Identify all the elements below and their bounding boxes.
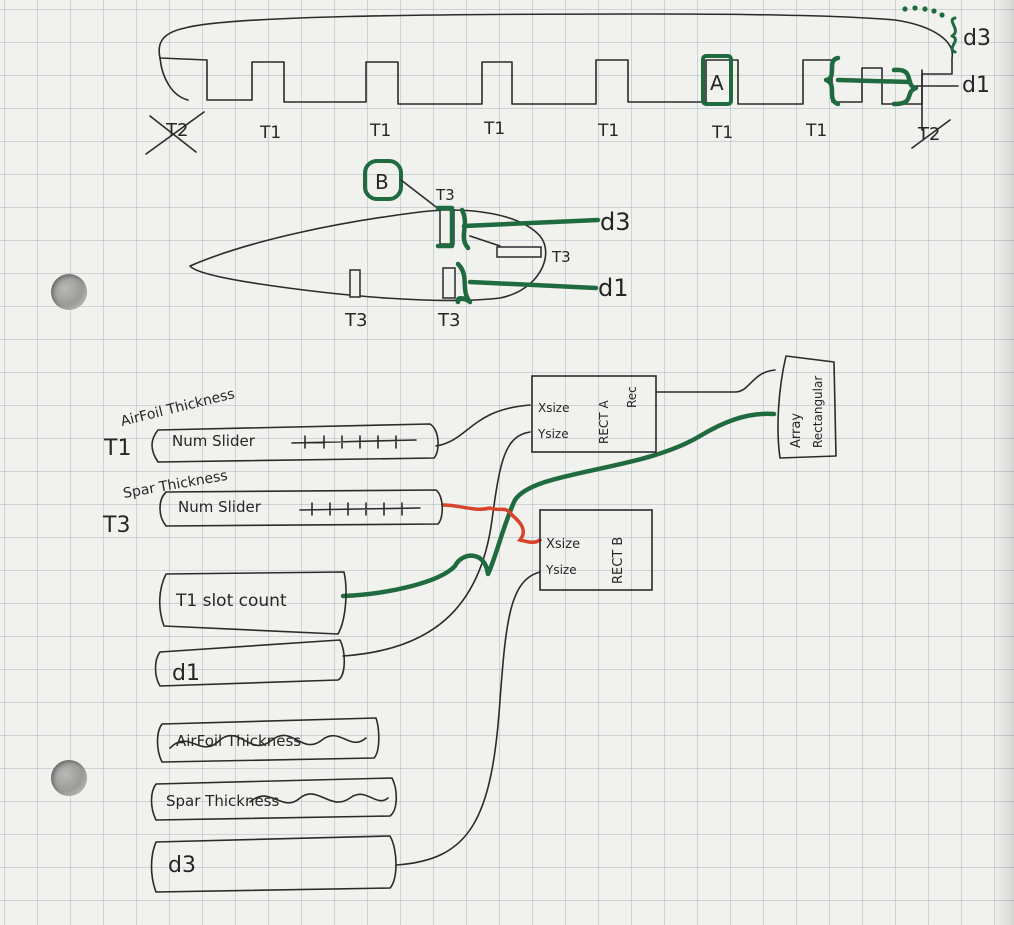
slot-label-t1: T1: [805, 121, 827, 141]
wing-side-view: A d3 d1 T1 T1 T1 T1 T1 T1 T2 T2: [146, 5, 991, 154]
cross-out-left: [146, 112, 204, 154]
array-body: [778, 356, 836, 458]
airfoil-slider-text: Num Slider: [172, 432, 256, 450]
slot-label-t1: T1: [597, 121, 619, 141]
spar-thickness-slider[interactable]: Num Slider: [160, 490, 442, 526]
airfoil-thickness-slider[interactable]: Num Slider: [152, 424, 438, 462]
rect-b-title: RECT B: [611, 537, 626, 584]
rect-b-input-x[interactable]: Xsize: [546, 537, 580, 552]
airfoil-d1-leader: [470, 282, 596, 288]
slot-label-t1: T1: [369, 121, 391, 141]
slot-label-t1: T1: [483, 119, 505, 139]
callout-b-leader: [401, 180, 440, 210]
airfoil-d3-leader: [464, 220, 598, 226]
airfoil-section-view: B T3 T3 T3 T3 d3 d1: [190, 161, 631, 331]
wing-d1-label: d1: [962, 73, 990, 98]
wing-left-root-stub: [160, 58, 188, 100]
callout-a-label: A: [710, 71, 724, 95]
spar-slider-caption: Spar Thickness: [122, 468, 229, 502]
d3-param-text: d3: [168, 853, 196, 878]
slot-label-t1: T1: [259, 123, 281, 143]
wire-d3-to-rect-b-y: [396, 572, 540, 865]
airfoil-label-t3-bottom-left: T3: [344, 310, 367, 331]
callout-b-label: B: [375, 170, 389, 194]
t1-slot-count-param[interactable]: T1 slot count: [160, 572, 346, 634]
array-subtitle: Rectangular: [811, 376, 825, 448]
airfoil-slot-bottom-left: [350, 270, 360, 297]
airfoil-label-d3: d3: [600, 208, 631, 236]
airfoil-side-leader: [470, 236, 500, 246]
wire-airfoil-to-rect-a-x: [436, 405, 530, 446]
node-graph: AirFoil Thickness T1 Num Slider Spar Thi…: [102, 356, 836, 892]
spar-slider-side-label: T3: [102, 513, 130, 538]
airfoil-label-t3-top: T3: [435, 186, 455, 204]
wire-d1-to-rect-a-y: [343, 432, 530, 656]
airfoil-label-t3-side: T3: [551, 248, 571, 266]
airfoil-thickness-param[interactable]: AirFoil Thickness: [158, 718, 379, 762]
spar-param-text: Spar Thickness: [166, 792, 279, 810]
rect-a-input-x[interactable]: Xsize: [538, 401, 570, 415]
d1-leader: [838, 80, 910, 82]
wire-rect-a-to-array: [656, 370, 775, 392]
airfoil-label-d1: d1: [598, 274, 629, 302]
rect-a-node[interactable]: Xsize Ysize RECT A Rec: [532, 376, 656, 452]
array-rectangular-node[interactable]: Array Rectangular: [778, 356, 836, 458]
spar-slider-track[interactable]: [300, 503, 420, 515]
airfoil-label-t3-bottom-right: T3: [437, 310, 460, 331]
slot-bracket-right: [894, 70, 916, 104]
d1-param-text: d1: [172, 661, 200, 686]
array-title: Array: [789, 413, 804, 448]
airfoil-slider-track[interactable]: [292, 436, 416, 448]
airfoil-slot-bottom-right: [443, 268, 455, 298]
spar-thickness-param[interactable]: Spar Thickness: [152, 778, 397, 820]
spar-slider-text: Num Slider: [178, 498, 262, 516]
d3-brace: [952, 18, 955, 52]
rect-b-node[interactable]: Xsize Ysize RECT B: [540, 510, 652, 590]
rect-a-output[interactable]: Rec: [625, 386, 639, 408]
rect-b-input-y[interactable]: Ysize: [545, 563, 577, 577]
airfoil-slot-side: [497, 247, 541, 257]
wing-d3-label: d3: [963, 26, 991, 51]
rect-a-title: RECT A: [597, 400, 611, 444]
rect-a-input-y[interactable]: Ysize: [537, 427, 569, 441]
airfoil-slider-caption: AirFoil Thickness: [119, 386, 236, 430]
d1-param[interactable]: d1: [156, 640, 345, 686]
airfoil-slider-side-label: T1: [103, 436, 131, 461]
d3-param[interactable]: d3: [152, 836, 397, 892]
d3-dots: [902, 5, 944, 17]
slot-label-t1: T1: [711, 123, 733, 143]
slot-count-text: T1 slot count: [175, 591, 287, 611]
